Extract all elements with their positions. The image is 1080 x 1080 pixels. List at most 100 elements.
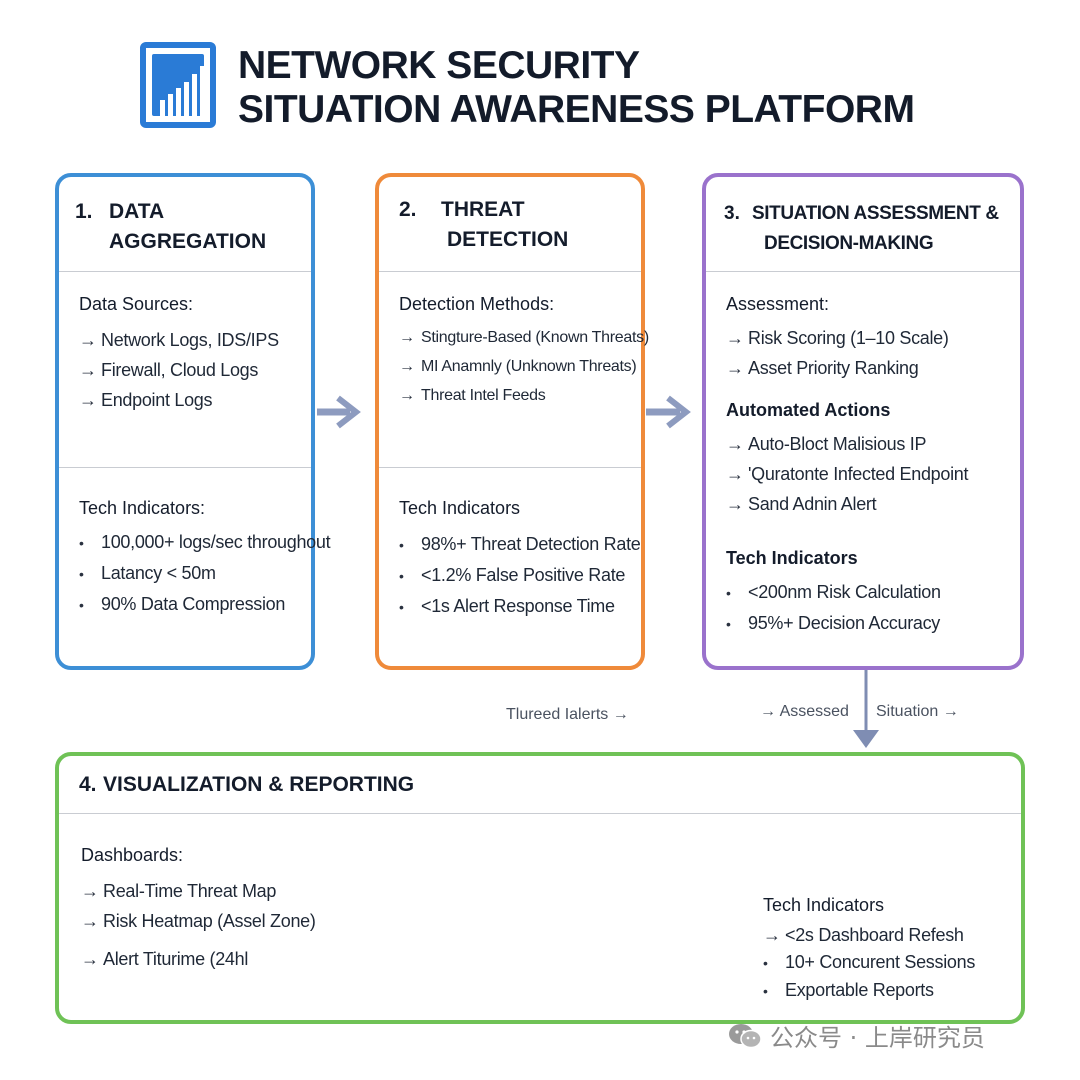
bullet-icon: • xyxy=(399,537,404,553)
list-item: •90% Data Compression xyxy=(79,589,303,620)
arrow-right-icon: → xyxy=(81,911,99,931)
list-item: →<2s Dashboard Refesh xyxy=(763,922,975,949)
title-line-2: SITUATION AWARENESS PLATFORM xyxy=(238,88,915,131)
arrow-right-icon: → xyxy=(399,329,415,346)
card-header: 3. SITUATION ASSESSMENT & DECISION-MAKIN… xyxy=(706,177,1020,272)
section-heading: Tech Indicators xyxy=(763,895,885,915)
tech-indicators-list: •100,000+ logs/sec throughout •Latancy <… xyxy=(79,527,331,620)
wechat-icon xyxy=(728,1022,762,1056)
list-item: •Latancy < 50m xyxy=(79,558,303,589)
card-number: 3. xyxy=(724,203,740,224)
card-number: 4. xyxy=(79,773,97,796)
arrow-right-icon: → xyxy=(763,925,781,945)
bar-chart-icon xyxy=(160,66,205,118)
arrow-right-icon: → xyxy=(726,464,744,484)
list-item: •10+ Concurent Sessions xyxy=(763,949,975,977)
bullet-icon: • xyxy=(79,597,84,613)
list-item: •Exportable Reports xyxy=(763,977,975,1005)
bullet-icon: • xyxy=(726,585,731,601)
card-title-line-2: DETECTION xyxy=(447,228,569,251)
divider xyxy=(59,467,311,468)
card-data-aggregation: 1. DATA AGGREGATION Data Sources: →Netwo… xyxy=(55,173,331,670)
list-item: →Risk Scoring (1–10 Scale) xyxy=(726,323,1012,353)
bullet-icon: • xyxy=(399,599,404,615)
flow-label-assessed: → Assessed xyxy=(760,703,849,720)
section-heading: Assessment: xyxy=(726,294,830,314)
list-item: •98%+ Threat Detection Rate xyxy=(399,529,641,560)
arrow-right-icon: → xyxy=(399,358,415,375)
arrow-right-icon: → xyxy=(81,949,99,969)
watermark-text: 公众号 · 上岸研究员 xyxy=(770,1024,985,1052)
page-title: NETWORK SECURITY SITUATION AWARENESS PLA… xyxy=(238,44,915,132)
section-heading: Tech Indicators xyxy=(726,548,858,568)
card-header: 1. DATA AGGREGATION xyxy=(59,177,311,272)
list-item: →Stingture-Based (Known Threats) xyxy=(399,323,649,352)
tech-indicators-section: Tech Indicators: •100,000+ logs/sec thro… xyxy=(79,495,331,620)
divider xyxy=(379,467,641,468)
section-heading: Tech Indicators: xyxy=(79,498,206,518)
card-title-line-2: DECISION-MAKING xyxy=(764,233,934,254)
tech-indicators-section: Tech Indicators •98%+ Threat Detection R… xyxy=(399,495,641,622)
card-visualization-reporting: 4. VISUALIZATION & REPORTING Dashboards:… xyxy=(55,752,1025,1024)
list-item: →Auto-Bloct Malisious IP xyxy=(726,429,1012,459)
arrow-right-icon: → xyxy=(726,358,744,378)
tech-indicators-section: Tech Indicators →<2s Dashboard Refesh •1… xyxy=(763,892,975,1005)
card-title: VISUALIZATION & REPORTING xyxy=(103,773,415,796)
list-item: →'Quratonte Infected Endpoint xyxy=(726,459,1012,489)
tech-indicators-list: →<2s Dashboard Refesh •10+ Concurent Ses… xyxy=(763,922,975,1005)
list-item: →Risk Heatmap (Assel Zone) xyxy=(81,906,1013,936)
list-item: →Alert Titurime (24hl xyxy=(81,944,1013,974)
assessment-list: →Risk Scoring (1–10 Scale) →Asset Priori… xyxy=(726,323,1012,383)
list-item: •<200nm Risk Calculation xyxy=(726,577,1012,608)
card-title-line-1: DATA xyxy=(109,200,165,223)
card-threat-detection: 2. THREAT DETECTION Detection Methods: →… xyxy=(375,173,649,670)
data-sources-section: Data Sources: →Network Logs, IDS/IPS →Fi… xyxy=(79,291,303,415)
list-item: →Threat Intel Feeds xyxy=(399,381,633,410)
arrow-right-icon: → xyxy=(726,494,744,514)
bullet-icon: • xyxy=(79,566,84,582)
detection-methods-section: Detection Methods: →Stingture-Based (Kno… xyxy=(399,291,649,410)
card-header: 4. VISUALIZATION & REPORTING xyxy=(59,756,1021,814)
list-item: →Asset Priority Ranking xyxy=(726,353,1012,383)
arrow-3-to-4 xyxy=(853,670,879,748)
detection-methods-list: →Stingture-Based (Known Threats) →MI Ana… xyxy=(399,323,649,410)
bullet-icon: • xyxy=(79,535,84,551)
section-heading: Dashboards: xyxy=(81,845,184,865)
tech-indicators-list: •98%+ Threat Detection Rate •<1.2% False… xyxy=(399,529,641,622)
bullet-icon: • xyxy=(763,955,768,971)
tech-indicators-list: •<200nm Risk Calculation •95%+ Decision … xyxy=(726,577,1012,639)
card-number: 1. xyxy=(75,200,93,223)
list-item: →Firewall, Cloud Logs xyxy=(79,355,303,385)
list-item: •<1s Alert Response Time xyxy=(399,591,633,622)
arrow-right-icon: → xyxy=(81,881,99,901)
list-item: →Sand Adnin Alert xyxy=(726,489,1012,519)
bullet-icon: • xyxy=(726,616,731,632)
arrow-right-icon: → xyxy=(79,390,97,410)
tech-indicators-section: Tech Indicators •<200nm Risk Calculation… xyxy=(726,545,1012,639)
bullet-icon: • xyxy=(763,983,768,999)
section-heading: Tech Indicators xyxy=(399,498,521,518)
card-title-line-1: THREAT xyxy=(441,198,525,221)
card-situation-assessment: 3. SITUATION ASSESSMENT & DECISION-MAKIN… xyxy=(702,173,1024,670)
arrow-right-icon: → xyxy=(79,330,97,350)
list-item: •<1.2% False Positive Rate xyxy=(399,560,633,591)
section-heading: Automated Actions xyxy=(726,400,891,420)
section-heading: Data Sources: xyxy=(79,294,194,314)
card-title-line-2: AGGREGATION xyxy=(109,230,267,253)
logo-icon xyxy=(140,42,216,128)
dashboards-section: Dashboards: →Real-Time Threat Map →Risk … xyxy=(81,842,1013,974)
automated-actions-section: Automated Actions →Auto-Bloct Malisious … xyxy=(726,397,1012,519)
flow-label-situation: Situation → xyxy=(876,703,959,720)
arrow-2-to-3 xyxy=(646,395,691,429)
data-sources-list: →Network Logs, IDS/IPS →Firewall, Cloud … xyxy=(79,325,303,415)
list-item: →Endpoint Logs xyxy=(79,385,303,415)
dashboards-list: →Real-Time Threat Map →Risk Heatmap (Ass… xyxy=(81,876,1013,974)
title-line-1: NETWORK SECURITY xyxy=(238,44,640,87)
list-item: →Network Logs, IDS/IPS xyxy=(79,325,303,355)
arrow-right-icon: → xyxy=(399,387,415,404)
flow-label-alerts: Tlureed Ialerts → xyxy=(506,706,629,723)
card-number: 2. xyxy=(399,198,417,221)
list-item: •95%+ Decision Accuracy xyxy=(726,608,1012,639)
card-header: 2. THREAT DETECTION xyxy=(379,177,641,272)
